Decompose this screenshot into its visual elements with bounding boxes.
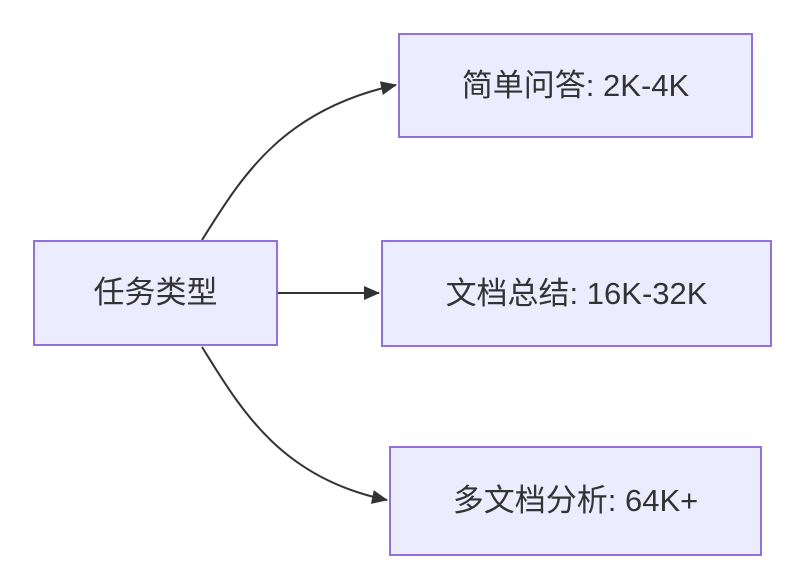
edge-task-to-multi-doc bbox=[201, 346, 388, 504]
node-doc-summary: 文档总结: 16K-32K bbox=[381, 240, 772, 347]
node-multi-doc: 多文档分析: 64K+ bbox=[389, 446, 762, 556]
node-task-type: 任务类型 bbox=[33, 240, 278, 346]
node-doc-summary-label: 文档总结: 16K-32K bbox=[445, 275, 708, 311]
node-task-type-label: 任务类型 bbox=[93, 275, 218, 311]
node-multi-doc-label: 多文档分析: 64K+ bbox=[452, 483, 699, 519]
node-simple-qa-label: 简单问答: 2K-4K bbox=[461, 67, 690, 103]
edge-task-to-simple-qa bbox=[201, 81, 397, 241]
node-simple-qa: 简单问答: 2K-4K bbox=[398, 33, 753, 138]
